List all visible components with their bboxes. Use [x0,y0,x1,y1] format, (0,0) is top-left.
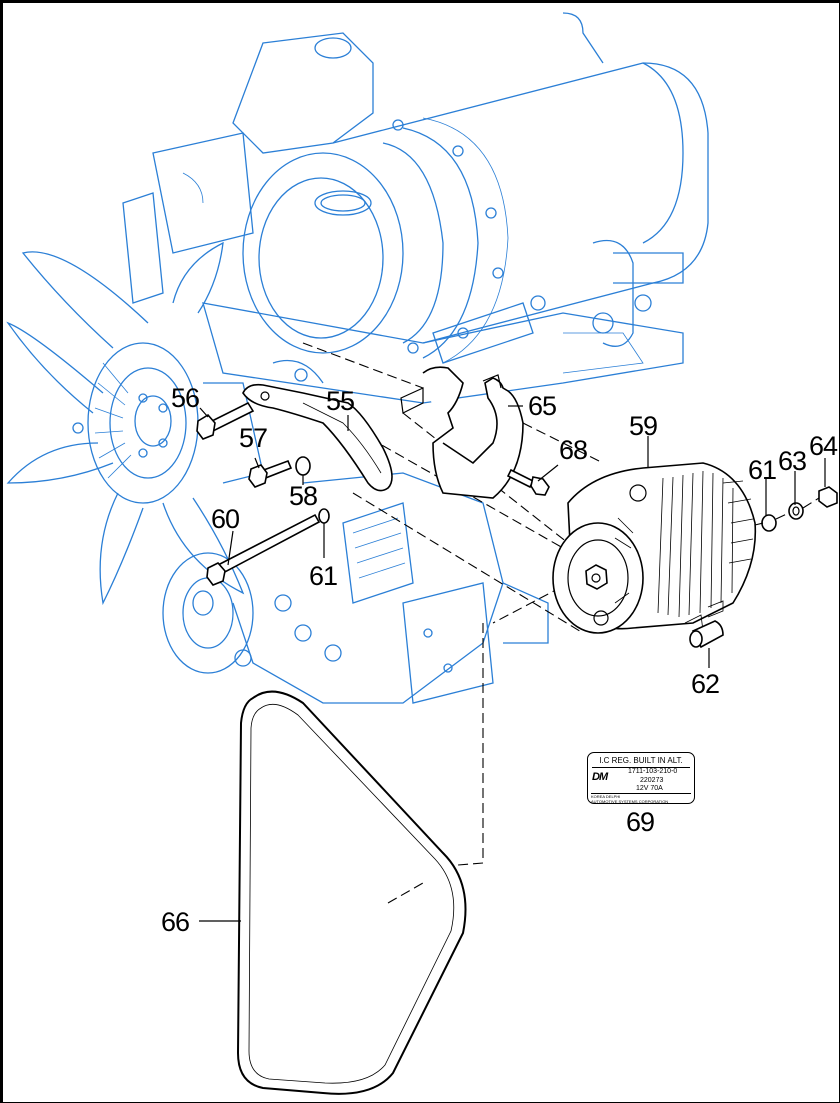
callout-58: 58 [289,481,318,511]
plate-logo: DM [592,771,608,783]
part-65-guard [400,366,524,499]
part-60-bolt [206,513,321,586]
plate-header: I.C REG. BUILT IN ALT. [592,755,690,768]
part-63-washer [788,502,804,520]
callout-59: 59 [629,411,658,441]
part-58-washer [295,456,311,476]
callout-61-left: 61 [309,561,338,591]
plate-manufacturer-line1: KOREA DELPHI [591,794,621,799]
callout-56: 56 [171,383,200,413]
engine-background [6,12,709,704]
leader-lines [199,405,826,922]
part-62-bushing [684,600,724,649]
callout-61-right: 61 [748,455,777,485]
part-66-v-belt [236,690,467,1095]
part-59-alternator [552,462,757,634]
plate-part-number: 1711-103-210-0 [628,768,678,775]
callout-66: 66 [161,907,190,937]
callout-64: 64 [809,431,838,461]
callout-57: 57 [239,423,268,453]
part-56-bolt [196,401,255,440]
callout-55: 55 [326,386,355,416]
callout-68: 68 [559,435,588,465]
diagram-artwork [6,12,838,1095]
part-61-washer-right [761,514,777,532]
plate-manufacturer: KOREA DELPHI AUTOMOTIVE SYSTEMS CORPORAT… [591,793,691,804]
part-68-bolt [506,468,550,496]
callout-63: 63 [778,446,807,476]
plate-code: 220273 [640,777,664,784]
callout-69: 69 [626,807,655,837]
part-57-bolt [248,459,293,488]
plate-manufacturer-line2: AUTOMOTIVE SYSTEMS CORPORATION [591,799,669,804]
plate-rating: 12V 70A [636,785,663,792]
callout-62: 62 [691,669,720,699]
callout-60: 60 [211,504,240,534]
callout-65: 65 [528,391,557,421]
part-55-bracket [242,383,393,492]
part-69-label-plate: I.C REG. BUILT IN ALT. DM 1711-103-210-0… [587,752,695,804]
part-64-nut [818,486,838,508]
part-61-washer [318,508,330,524]
